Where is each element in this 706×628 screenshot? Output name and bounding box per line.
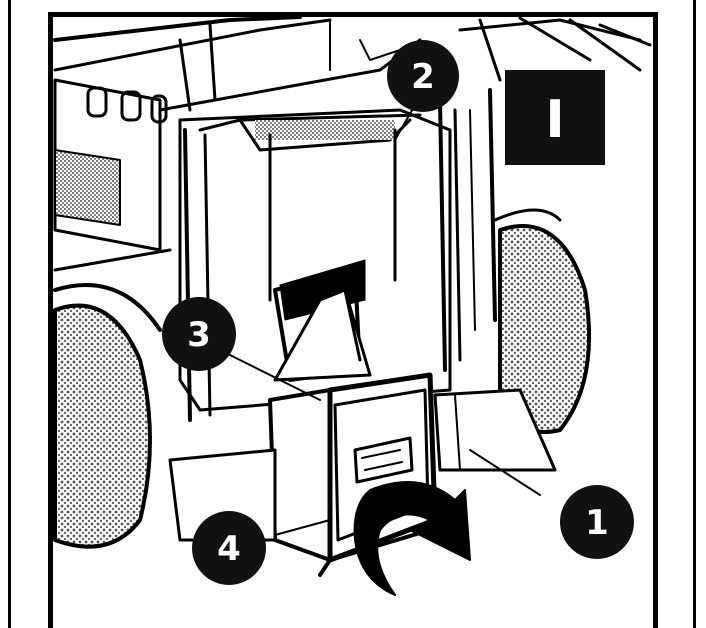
- machine-drawing: [53, 15, 652, 596]
- callout-1-label: 1: [585, 503, 609, 543]
- callout-4-label: 4: [217, 529, 241, 569]
- callout-1: 1: [560, 485, 634, 559]
- callout-2-label: 2: [411, 57, 435, 97]
- callout-4: 4: [192, 511, 266, 585]
- step-icon-label: I: [545, 90, 564, 150]
- callout-3-label: 3: [187, 315, 211, 355]
- callout-2: 2: [387, 40, 459, 112]
- step-icon: I: [505, 70, 605, 165]
- callout-3: 3: [162, 297, 236, 371]
